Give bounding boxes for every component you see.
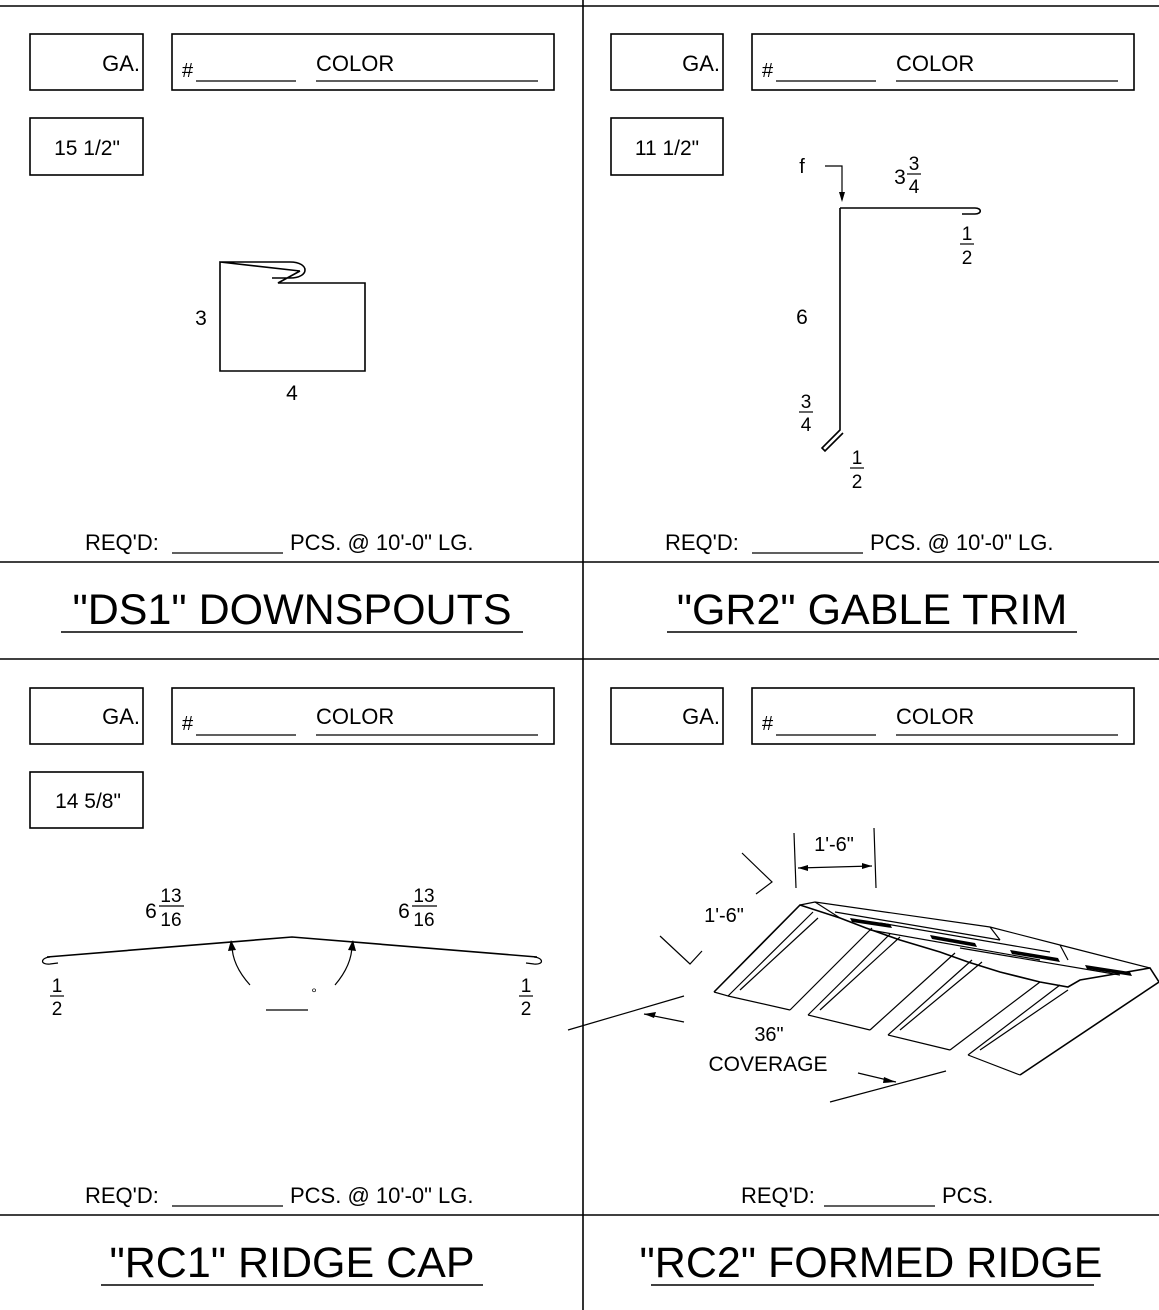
color-label: COLOR: [896, 51, 974, 76]
panel-title: "RC1" RIDGE CAP: [109, 1239, 474, 1287]
downspout-profile: 3 4: [195, 261, 366, 405]
required-line: REQ'D: PCS.: [741, 1183, 993, 1208]
dim-bottom-hem-den: 2: [852, 472, 863, 493]
dim-height: 6: [796, 306, 808, 329]
color-box[interactable]: # COLOR: [751, 33, 1135, 91]
coverage-label: COVERAGE: [708, 1053, 827, 1076]
req-label: REQ'D:: [741, 1183, 815, 1208]
gauge-box[interactable]: GA.: [610, 33, 724, 91]
gauge-label: GA.: [102, 51, 140, 76]
color-label: COLOR: [316, 704, 394, 729]
dim-right-hem-den: 2: [521, 999, 532, 1020]
req-suffix: PCS. @ 10'-0" LG.: [290, 530, 474, 555]
length-box: 14 5/8": [29, 771, 144, 829]
color-box[interactable]: # COLOR: [751, 687, 1135, 745]
panel-rc2: GA. # COLOR: [567, 687, 1159, 1287]
length-box: 11 1/2": [610, 117, 724, 176]
formed-ridge-drawing: 1'-6" 1'-6" 36" COVERAGE: [567, 827, 1159, 1103]
dim-top-whole: 3: [894, 166, 906, 189]
ridge-cap-profile: ° 6 13 16 6 13 16 1 2 1 2: [41, 886, 543, 1020]
hash-label: #: [762, 60, 774, 82]
required-line: REQ'D: PCS. @ 10'-0" LG.: [665, 530, 1054, 555]
stretch-out-length: 14 5/8": [55, 790, 121, 813]
color-box[interactable]: # COLOR: [171, 687, 555, 745]
hash-label: #: [762, 713, 774, 735]
req-label: REQ'D:: [85, 530, 159, 555]
required-line: REQ'D: PCS. @ 10'-0" LG.: [85, 530, 474, 555]
color-box[interactable]: # COLOR: [171, 33, 555, 91]
dim-kick-den: 4: [801, 415, 812, 436]
dim-height: 3: [195, 307, 207, 330]
gauge-box[interactable]: GA.: [29, 33, 144, 91]
req-suffix: PCS.: [942, 1183, 993, 1208]
dim-kick-num: 3: [801, 392, 812, 413]
dim-right-den: 16: [413, 910, 434, 931]
hash-label: #: [182, 713, 194, 735]
hash-label: #: [182, 60, 194, 82]
dim-top-hem-den: 2: [962, 248, 973, 269]
dim-width: 4: [286, 382, 298, 405]
coverage-value: 36": [754, 1024, 783, 1046]
dim-side-width: 1'-6": [704, 905, 744, 927]
gauge-label: GA.: [682, 51, 720, 76]
req-label: REQ'D:: [85, 1183, 159, 1208]
gauge-label: GA.: [682, 704, 720, 729]
dim-right-whole: 6: [398, 900, 410, 923]
dim-top-num: 3: [909, 154, 920, 175]
panel-title: "GR2" GABLE TRIM: [677, 586, 1068, 634]
length-box: 15 1/2": [29, 117, 144, 176]
req-label: REQ'D:: [665, 530, 739, 555]
panel-title: "DS1" DOWNSPOUTS: [72, 586, 511, 634]
dim-top-width: 1'-6": [814, 834, 854, 856]
panel-title: "RC2" FORMED RIDGE: [640, 1239, 1103, 1287]
dim-top-hem-num: 1: [962, 224, 973, 245]
panel-rc1: GA. # COLOR 14 5/8" ° 6 13: [29, 687, 555, 1287]
dim-top-den: 4: [909, 177, 920, 198]
panel-ds1: GA. # COLOR 15 1/2" 3 4 REQ'D: PCS. @ 10…: [29, 33, 555, 634]
dim-left-whole: 6: [145, 900, 157, 923]
dim-right-hem-num: 1: [521, 976, 532, 997]
dim-left-hem-num: 1: [52, 976, 63, 997]
dim-left-den: 16: [160, 910, 181, 931]
dim-left-num: 13: [160, 886, 181, 907]
dim-left-hem-den: 2: [52, 999, 63, 1020]
color-label: COLOR: [316, 51, 394, 76]
req-suffix: PCS. @ 10'-0" LG.: [290, 1183, 474, 1208]
color-label: COLOR: [896, 704, 974, 729]
dim-bottom-hem-num: 1: [852, 448, 863, 469]
req-suffix: PCS. @ 10'-0" LG.: [870, 530, 1054, 555]
gauge-box[interactable]: GA.: [610, 687, 724, 745]
required-line: REQ'D: PCS. @ 10'-0" LG.: [85, 1183, 474, 1208]
gauge-box[interactable]: GA.: [29, 687, 144, 745]
angle-degree: °: [311, 985, 317, 1001]
stretch-out-length: 15 1/2": [54, 137, 120, 160]
dim-f: f: [799, 156, 805, 178]
dim-right-num: 13: [413, 886, 434, 907]
stretch-out-length: 11 1/2": [635, 137, 699, 160]
gauge-label: GA.: [102, 704, 140, 729]
panel-gr2: GA. # COLOR 11 1/2" f 3 3 4 1: [610, 33, 1135, 634]
gable-trim-profile: f 3 3 4 1 2 6 3 4 1 2: [796, 154, 982, 493]
